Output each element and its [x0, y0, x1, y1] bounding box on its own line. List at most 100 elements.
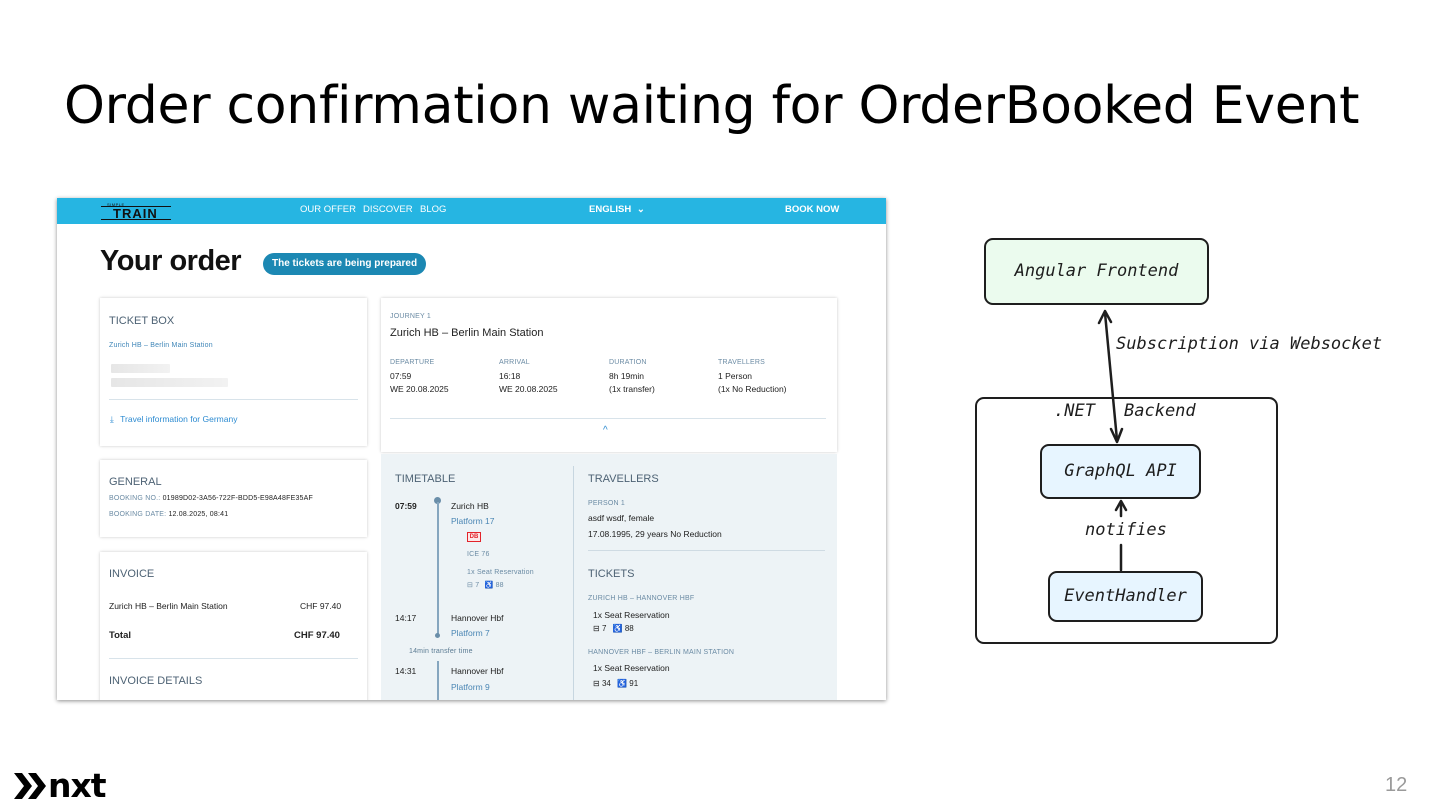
general-card: GENERAL BOOKING NO.: 01989D02-3A56-722F-… — [100, 460, 367, 537]
language-label: ENGLISH — [589, 204, 632, 215]
ticket-box-route: Zurich HB – Berlin Main Station — [109, 342, 213, 349]
graphql-api-box: GraphQL API — [1040, 444, 1201, 499]
departure-date: WE 20.08.2025 — [390, 384, 449, 394]
nav-our-offer[interactable]: OUR OFFER — [300, 204, 356, 215]
event-handler-box: EventHandler — [1048, 571, 1203, 622]
seat-info: ⊟ 7 ♿ 88 — [467, 581, 504, 589]
person-label: PERSON 1 — [588, 500, 625, 507]
journey-route: Zurich HB – Berlin Main Station — [390, 327, 544, 339]
place-number: 88 — [495, 582, 504, 589]
timeline-dot — [435, 633, 440, 638]
stop1-time: 07:59 — [395, 501, 417, 511]
arrival-label: ARRIVAL — [499, 359, 530, 366]
arrival-date: WE 20.08.2025 — [499, 384, 558, 394]
leg2-title: HANNOVER HBF – BERLIN MAIN STATION — [588, 649, 735, 656]
journey-label: JOURNEY 1 — [390, 313, 431, 320]
leg2-seat-info: ⊟ 34 ♿ 91 — [593, 679, 638, 688]
leg1-title: ZURICH HB – HANNOVER HBF — [588, 595, 695, 602]
booking-no: BOOKING NO.: 01989D02-3A56-722F-BDD5-E98… — [109, 495, 313, 502]
language-selector[interactable]: ENGLISH ⌄ — [589, 204, 645, 215]
seat-number: 7 — [475, 582, 480, 589]
invoice-item-label: Zurich HB – Berlin Main Station — [109, 601, 228, 611]
person-icon: ♿ — [617, 679, 628, 688]
backend-label-left: .NET — [1054, 401, 1095, 421]
nxt-logo: nxt — [12, 766, 112, 805]
stop2-platform: Platform 7 — [451, 628, 490, 638]
ticket-box-card: TICKET BOX Zurich HB – Berlin Main Stati… — [100, 298, 367, 446]
slide-title: Order confirmation waiting for OrderBook… — [64, 76, 1360, 136]
stop3-platform: Platform 9 — [451, 682, 490, 692]
general-title: GENERAL — [109, 476, 162, 488]
stop1-name: Zurich HB — [451, 501, 489, 511]
chevron-down-icon: ⌄ — [636, 204, 645, 215]
collapse-icon[interactable]: ^ — [603, 425, 608, 436]
stop3-time: 14:31 — [395, 666, 417, 676]
stop2-time: 14:17 — [395, 613, 417, 623]
timeline-dot — [434, 497, 441, 504]
invoice-total-label: Total — [109, 630, 131, 641]
person-icon: ♿ — [484, 582, 494, 589]
top-navigation-bar: SIMPLE TRAIN OUR OFFER DISCOVER BLOG ENG… — [57, 198, 886, 224]
nav-blog[interactable]: BLOG — [420, 204, 447, 215]
train-number: ICE 76 — [467, 551, 490, 558]
logo-text: TRAIN — [113, 206, 158, 221]
travellers-value: 1 Person — [718, 371, 753, 381]
booking-date-value: 12.08.2025, 08:41 — [168, 511, 229, 518]
invoice-total-price: CHF 97.40 — [294, 630, 340, 641]
travel-info-label: Travel information for Germany — [120, 414, 238, 424]
tickets-title: TICKETS — [588, 568, 635, 580]
backend-label-right: Backend — [1124, 401, 1196, 421]
nav-discover[interactable]: DISCOVER — [363, 204, 413, 215]
duration-sub: (1x transfer) — [609, 384, 655, 394]
dotnet-backend-container — [975, 397, 1278, 644]
duration-label: DURATION — [609, 359, 647, 366]
loading-placeholder — [111, 378, 228, 387]
book-now-button[interactable]: BOOK NOW — [785, 204, 840, 215]
angular-frontend-box: Angular Frontend — [984, 238, 1209, 305]
invoice-card: INVOICE Zurich HB – Berlin Main Station … — [100, 552, 367, 700]
person-icon: ♿ — [612, 624, 623, 633]
logo-small-text: SIMPLE — [107, 202, 125, 207]
status-badge: The tickets are being prepared — [263, 253, 427, 275]
loading-placeholder — [111, 364, 170, 373]
travel-info-link[interactable]: ⤓ Travel information for Germany — [110, 414, 237, 425]
leg2-place: 91 — [629, 679, 639, 688]
notifies-label: notifies — [1085, 520, 1167, 540]
leg1-seat: 7 — [601, 624, 607, 633]
seat-icon: ⊟ — [593, 624, 600, 633]
travellers-sub: (1x No Reduction) — [718, 384, 787, 394]
leg2-seat: 34 — [601, 679, 611, 688]
travellers-title: TRAVELLERS — [588, 473, 659, 485]
booking-date: BOOKING DATE: 12.08.2025, 08:41 — [109, 511, 228, 518]
db-logo: DB — [467, 532, 481, 542]
timetable-title: TIMETABLE — [395, 473, 456, 485]
brand-text: nxt — [48, 766, 107, 805]
departure-label: DEPARTURE — [390, 359, 435, 366]
simple-train-logo[interactable]: SIMPLE TRAIN — [101, 201, 171, 221]
journey-card: JOURNEY 1 Zurich HB – Berlin Main Statio… — [381, 298, 837, 452]
leg2-reservation: 1x Seat Reservation — [593, 663, 670, 673]
leg1-place: 88 — [624, 624, 634, 633]
invoice-details-title[interactable]: INVOICE DETAILS — [109, 675, 203, 687]
travellers-label: TRAVELLERS — [718, 359, 765, 366]
journey-details: TIMETABLE 07:59 Zurich HB Platform 17 DB… — [381, 454, 837, 700]
seat-icon: ⊟ — [467, 582, 474, 589]
app-screenshot: SIMPLE TRAIN OUR OFFER DISCOVER BLOG ENG… — [57, 198, 886, 700]
booking-no-value: 01989D02-3A56-722F-BDD5-E98A48FE35AF — [162, 495, 313, 502]
booking-no-label: BOOKING NO.: — [109, 495, 161, 502]
leg1-reservation: 1x Seat Reservation — [593, 610, 670, 620]
double-chevron-icon — [14, 773, 46, 799]
stop1-platform: Platform 17 — [451, 516, 495, 526]
arrival-time: 16:18 — [499, 371, 521, 381]
page-number: 12 — [1385, 774, 1408, 796]
departure-time: 07:59 — [390, 371, 412, 381]
person-name: asdf wsdf, female — [588, 513, 655, 523]
transfer-time: 14min transfer time — [409, 648, 473, 655]
leg1-seat-info: ⊟ 7 ♿ 88 — [593, 624, 634, 633]
stop2-name: Hannover Hbf — [451, 613, 504, 623]
invoice-title: INVOICE — [109, 568, 155, 580]
seat-icon: ⊟ — [593, 679, 600, 688]
subscription-label: Subscription via Websocket — [1116, 334, 1383, 354]
ticket-box-title: TICKET BOX — [109, 315, 175, 327]
duration-value: 8h 19min — [609, 371, 644, 381]
